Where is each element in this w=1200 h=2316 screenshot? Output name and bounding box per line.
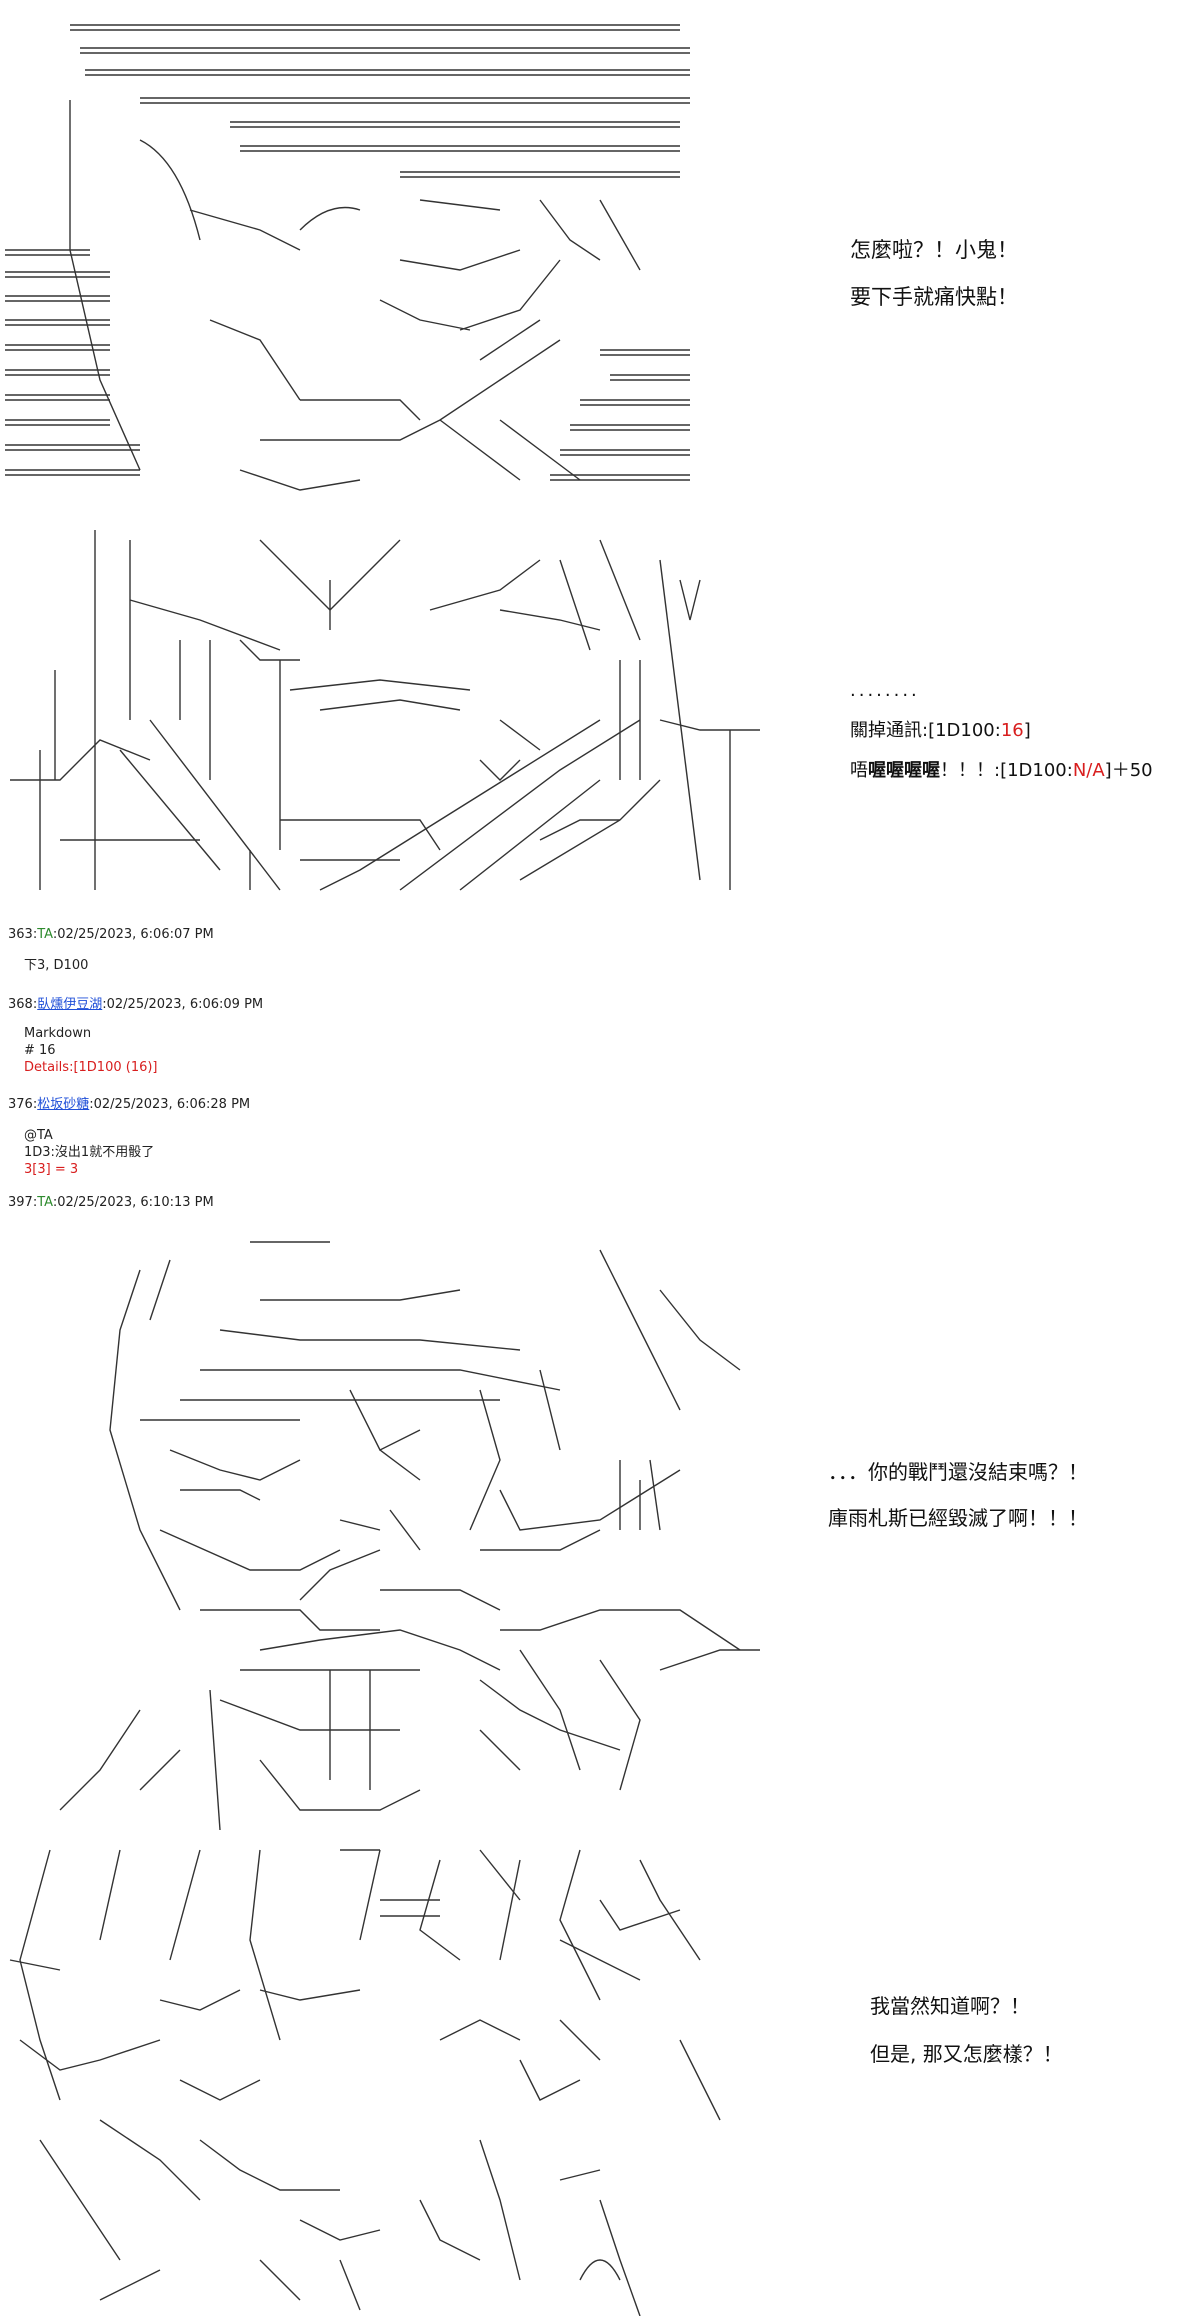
post-text: 下3, D100 (24, 958, 89, 973)
ascii-art-panel-1 (0, 0, 700, 500)
dialog-text: ]＋50 (1104, 760, 1153, 781)
post-timestamp: 02/25/2023, 6:06:09 PM (106, 997, 264, 1012)
panel-4: 我當然知道啊？！ 但是, 那又怎麼樣？！ (0, 1840, 1200, 2316)
dialog-line: 要下手就痛快點！ (850, 285, 1018, 309)
poster-name-link[interactable]: 松坂砂糖 (37, 1097, 90, 1112)
dialog-text: ！！！:[1D100: (940, 760, 1073, 781)
dialog-line: ........ (850, 680, 920, 701)
dice-result: N/A (1072, 760, 1105, 781)
post-text: Markdown (24, 1026, 92, 1041)
post-header: 363:TA:02/25/2023, 6:06:07 PM (8, 927, 214, 942)
dialog-text: ] (1023, 720, 1031, 741)
ascii-art-panel-2 (0, 520, 760, 900)
dialog-line: 庫雨札斯已經毀滅了啊！！！ (828, 1506, 1088, 1530)
poster-name: TA (37, 1195, 53, 1210)
dialog-panel-3: ．．．你的戰鬥還沒結束嗎？！ 庫雨札斯已經毀滅了啊！！！ (828, 1462, 1088, 1528)
dialog-line: 唔喔喔喔喔！！！:[1D100:N/A]＋50 (850, 762, 1153, 780)
dialog-line: ．．．你的戰鬥還沒結束嗎？！ (828, 1460, 1088, 1484)
post-text: # 16 (24, 1043, 56, 1058)
dialog-line: 關掉通訊:[1D100:16] (850, 722, 1153, 740)
dialog-line: 怎麼啦？！小鬼！ (850, 238, 1018, 262)
post-header: 397:TA:02/25/2023, 6:10:13 PM (8, 1195, 214, 1210)
dialog-bold-text: 喔喔喔喔 (868, 760, 940, 781)
dialog-line: 但是, 那又怎麼樣？！ (870, 2042, 1063, 2066)
post-number: 397 (8, 1195, 33, 1210)
post-number: 368 (8, 997, 33, 1012)
post-body: Markdown # 16 Details:[1D100 (16)] (24, 1025, 158, 1076)
post-timestamp: 02/25/2023, 6:06:28 PM (93, 1097, 251, 1112)
post-body: @TA 1D3:沒出1就不用骰了 3[3] = 3 (24, 1127, 154, 1178)
dice-result: 16 (1000, 720, 1024, 741)
ascii-art-panel-4 (0, 1840, 780, 2316)
post-number: 376 (8, 1097, 33, 1112)
dialog-text: 唔 (850, 760, 868, 781)
post-header: 368:臥燻伊豆湖:02/25/2023, 6:06:09 PM (8, 997, 264, 1012)
poster-name-link[interactable]: 臥燻伊豆湖 (37, 997, 103, 1012)
post-text: 1D3:沒出1就不用骰了 (24, 1145, 155, 1160)
panel-1: 怎麼啦？！小鬼！ 要下手就痛快點！ (0, 0, 1200, 500)
panel-2: ........ 關掉通訊:[1D100:16] 唔喔喔喔喔！！！:[1D100… (0, 520, 1200, 900)
ascii-art-panel-3 (0, 1230, 780, 1830)
panel-3: ．．．你的戰鬥還沒結束嗎？！ 庫雨札斯已經毀滅了啊！！！ (0, 1230, 1200, 1830)
poster-name: TA (37, 927, 53, 942)
dice-details: 3[3] = 3 (24, 1162, 79, 1177)
dialog-panel-2: ........ 關掉通訊:[1D100:16] 唔喔喔喔喔！！！:[1D100… (850, 682, 1153, 780)
dice-details: Details:[1D100 (16)] (24, 1060, 158, 1075)
dialog-panel-4: 我當然知道啊？！ 但是, 那又怎麼樣？！ (870, 1996, 1063, 2064)
dialog-line: 我當然知道啊？！ (870, 1994, 1030, 2018)
post-timestamp: 02/25/2023, 6:10:13 PM (57, 1195, 214, 1210)
post-header: 376:松坂砂糖:02/25/2023, 6:06:28 PM (8, 1097, 251, 1112)
dialog-panel-1: 怎麼啦？！小鬼！ 要下手就痛快點！ (850, 240, 1018, 308)
dialog-text: 關掉通訊:[1D100: (850, 720, 1001, 741)
post-timestamp: 02/25/2023, 6:06:07 PM (57, 927, 214, 942)
post-body: 下3, D100 (24, 957, 88, 974)
post-text: @TA (24, 1128, 53, 1143)
post-number: 363 (8, 927, 33, 942)
